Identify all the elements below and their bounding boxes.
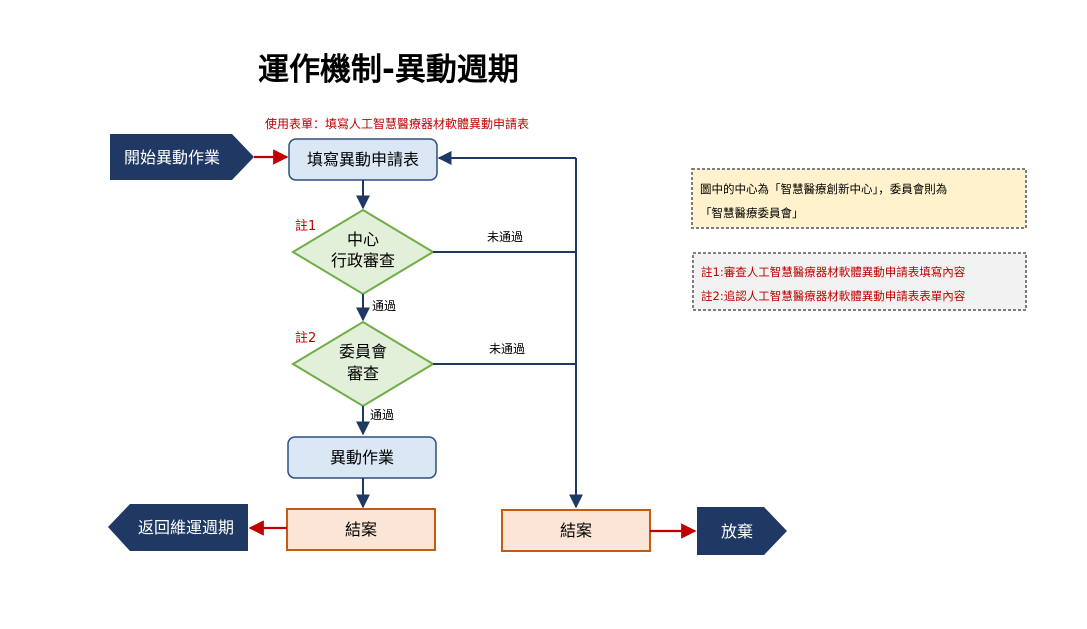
abandon-label: 放棄 [721, 522, 753, 541]
fill-form-label: 填寫異動申請表 [307, 150, 419, 169]
page-title: 運作機制-異動週期 [258, 52, 519, 88]
return-cycle-node: 返回維運週期 [108, 504, 248, 551]
notes-line-1: 註1:審查人工智慧醫療器材軟體異動申請表填寫內容 [701, 265, 966, 279]
notes-line-2: 註2:追認人工智慧醫療器材軟體異動申請表表單內容 [701, 289, 966, 303]
start-node: 開始異動作業 [110, 134, 254, 180]
center-review-label-1: 中心 [347, 230, 379, 249]
note1-marker: 註1 [295, 219, 316, 234]
change-op-label: 異動作業 [330, 448, 394, 467]
return-cycle-label: 返回維運週期 [138, 518, 234, 537]
info-box: 圖中的中心為「智慧醫療創新中心」，委員會則為 「智慧醫療委員會」 [691, 168, 1027, 229]
fail1-label: 未通過 [487, 230, 523, 244]
start-node-label: 開始異動作業 [124, 148, 220, 167]
form-note: 使用表單：填寫人工智慧醫療器材軟體異動申請表 [265, 116, 529, 131]
center-review-label-2: 行政審查 [331, 251, 395, 270]
pass1-label: 通過 [372, 299, 396, 313]
abandon-node: 放棄 [697, 507, 787, 555]
note2-marker: 註2 [295, 331, 316, 346]
notes-box: 註1:審查人工智慧醫療器材軟體異動申請表填寫內容 註2:追認人工智慧醫療器材軟體… [692, 252, 1027, 311]
close-right-label: 結案 [560, 521, 592, 540]
info-line-1: 圖中的中心為「智慧醫療創新中心」，委員會則為 [700, 182, 947, 196]
close-left-label: 結案 [345, 520, 377, 539]
fill-form-node: 填寫異動申請表 [288, 138, 438, 181]
committee-review-label-1: 委員會 [339, 342, 387, 361]
fail2-label: 未通過 [489, 342, 525, 356]
close-right-node: 結案 [501, 509, 651, 552]
committee-review-node: 委員會 審查 [291, 320, 435, 408]
change-op-node: 異動作業 [287, 436, 437, 479]
pass2-label: 通過 [370, 408, 394, 422]
center-review-node: 中心 行政審查 [291, 208, 435, 296]
info-line-2: 「智慧醫療委員會」 [700, 206, 804, 220]
committee-review-label-2: 審查 [347, 364, 379, 383]
close-left-node: 結案 [286, 508, 436, 551]
